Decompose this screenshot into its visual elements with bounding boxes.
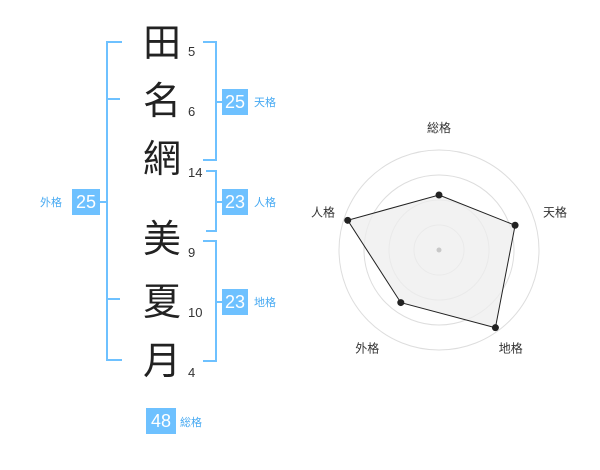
tenkaku-connector xyxy=(217,101,222,103)
kanji-given-2: 夏 xyxy=(142,280,181,324)
soukaku-label: 総格 xyxy=(180,416,202,429)
jinkaku-connector xyxy=(217,201,222,203)
radar-ring-3 xyxy=(363,174,515,326)
radar-point-4 xyxy=(397,299,405,307)
radar-axis-label-3: 地格 xyxy=(499,341,523,356)
stroke-count-surname-1: 5 xyxy=(188,44,196,59)
kanji-surname-3: 網 xyxy=(142,137,181,181)
radar-ring-4 xyxy=(338,149,540,351)
stroke-count-given-3: 4 xyxy=(188,365,196,380)
stroke-count-surname-3: 14 xyxy=(188,165,203,180)
radar-axis-label-1: 総格 xyxy=(427,120,451,135)
kanji-surname-1: 田 xyxy=(142,21,181,65)
radar-point-1 xyxy=(435,191,443,199)
gaikaku-connector xyxy=(100,201,107,203)
radar-axis-label-4: 外格 xyxy=(355,341,379,356)
gaikaku-bracket xyxy=(106,41,122,361)
soukaku-badge: 48 xyxy=(146,408,176,434)
kanji-given-1: 美 xyxy=(142,217,181,261)
gaikaku-badge: 25 xyxy=(72,189,100,215)
gaikaku-tick-bottom xyxy=(106,298,120,300)
chikaku-connector xyxy=(217,301,222,303)
radar-point-5 xyxy=(344,216,352,224)
jinkaku-bracket xyxy=(206,170,217,232)
radar-axis-label-2: 天格 xyxy=(543,204,567,219)
jinkaku-label: 人格 xyxy=(254,196,276,209)
chikaku-badge: 23 xyxy=(222,289,248,315)
tenkaku-badge: 25 xyxy=(222,89,248,115)
radar-point-2 xyxy=(511,221,519,229)
chikaku-bracket xyxy=(203,240,217,362)
radar-point-3 xyxy=(491,324,499,332)
kanji-given-3: 月 xyxy=(142,339,181,383)
radar-axis-label-5: 人格 xyxy=(311,204,335,219)
stroke-count-given-2: 10 xyxy=(188,305,203,320)
gaikaku-label: 外格 xyxy=(40,196,62,209)
chikaku-label: 地格 xyxy=(254,296,276,309)
gaikaku-tick-top xyxy=(106,98,120,100)
radar-center-dot xyxy=(436,247,442,253)
stroke-count-surname-2: 6 xyxy=(188,104,196,119)
jinkaku-badge: 23 xyxy=(222,189,248,215)
tenkaku-label: 天格 xyxy=(254,96,276,109)
stroke-count-given-1: 9 xyxy=(188,245,196,260)
radar-data-polygon xyxy=(346,194,516,329)
tenkaku-bracket xyxy=(203,41,217,161)
kanji-surname-2: 名 xyxy=(142,79,181,123)
